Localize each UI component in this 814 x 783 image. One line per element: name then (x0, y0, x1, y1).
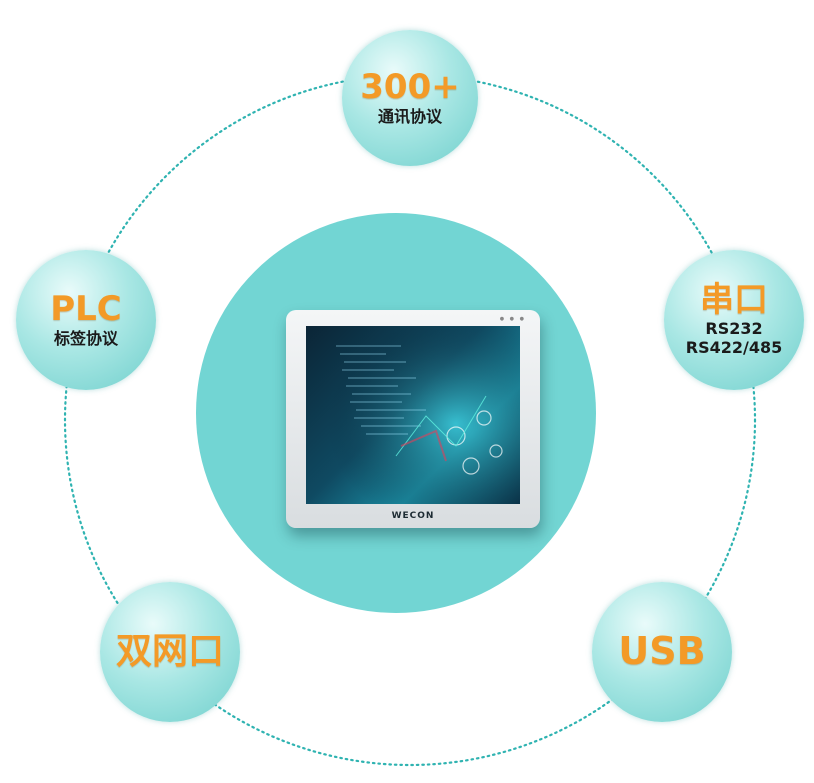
bubble-plc: PLC 标签协议 (16, 250, 156, 390)
bubble-usb: USB (592, 582, 732, 722)
dual-ethernet-title: 双网口 (115, 631, 224, 673)
serial-rs232: RS232 (705, 319, 763, 339)
status-leds: ● ● ● (499, 316, 526, 322)
monitor-screen (306, 326, 520, 504)
plc-title: PLC (50, 288, 122, 329)
monitor-brand-logo: WECON (391, 511, 435, 521)
bubble-serial: 串口 RS232 RS422/485 (664, 250, 804, 390)
screen-graphic (306, 326, 520, 504)
bubble-dual-ethernet: 双网口 (100, 582, 240, 722)
protocols-count: 300+ (360, 66, 460, 107)
hmi-monitor-image: ● ● ● W (286, 310, 540, 528)
bubble-protocols: 300+ 通讯协议 (342, 30, 478, 166)
usb-title: USB (618, 629, 706, 674)
protocols-label: 通讯协议 (377, 106, 442, 126)
plc-label: 标签协议 (53, 328, 118, 348)
serial-title: 串口 (700, 279, 768, 320)
serial-rs422-485: RS422/485 (685, 337, 783, 357)
